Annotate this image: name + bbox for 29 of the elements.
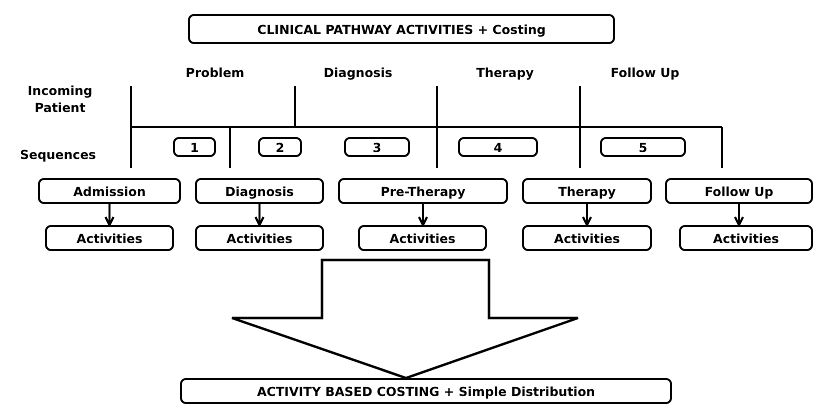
phase-label: Follow Up	[610, 64, 680, 81]
arrow	[734, 204, 744, 226]
process-box: Activities	[358, 225, 487, 251]
heading-box: CLINICAL PATHWAY ACTIVITIES + Costing	[188, 14, 615, 44]
sequence-number: 5	[600, 137, 686, 157]
block-arrow	[230, 258, 580, 380]
sequence-number: 1	[173, 137, 216, 157]
phase-label: Problem	[184, 64, 246, 81]
process-box: Activities	[679, 225, 813, 251]
process-box: Diagnosis	[195, 178, 324, 204]
sequence-number: 2	[258, 137, 302, 157]
process-box: Therapy	[522, 178, 652, 204]
arrow	[418, 204, 428, 226]
phase-label: Diagnosis	[322, 64, 394, 81]
sequence-number: 4	[458, 137, 538, 157]
sequence-number: 3	[344, 137, 410, 157]
row-label: Incoming Patient	[26, 82, 94, 116]
phase-label: Therapy	[475, 64, 535, 81]
process-box: Admission	[38, 178, 181, 204]
row-label: Sequences	[18, 146, 98, 163]
heading-box: ACTIVITY BASED COSTING + Simple Distribution	[180, 378, 672, 404]
process-box: Activities	[195, 225, 324, 251]
process-box: Pre-Therapy	[338, 178, 508, 204]
process-box: Follow Up	[665, 178, 813, 204]
process-box: Activities	[522, 225, 652, 251]
arrow	[254, 204, 265, 226]
arrow	[104, 204, 115, 226]
process-box: Activities	[45, 225, 174, 251]
arrow	[582, 204, 592, 226]
